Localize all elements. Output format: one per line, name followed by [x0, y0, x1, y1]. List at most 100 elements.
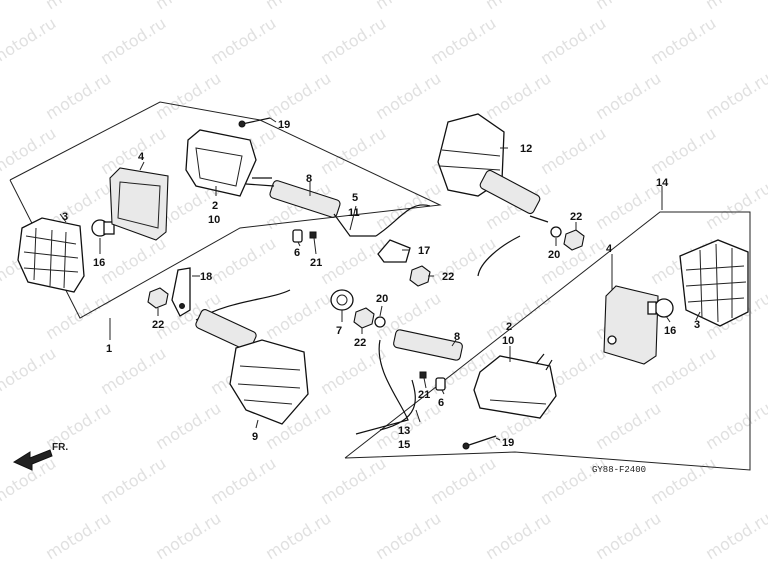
nut-20-right — [550, 226, 562, 238]
watermark-text: motod.ru — [647, 13, 719, 68]
watermark-text: motod.ru — [207, 233, 279, 288]
callout-21-right: 21 — [418, 389, 430, 401]
stem-right — [355, 329, 463, 435]
callout-5: 5 — [352, 192, 358, 204]
watermark-text: motod.ru — [592, 508, 664, 563]
callout-4-right: 4 — [606, 243, 613, 255]
callout-11: 11 — [348, 207, 360, 219]
nut-6-right — [435, 377, 446, 391]
callout-22-right-top: 22 — [570, 211, 582, 223]
callout-9: 9 — [252, 431, 258, 443]
watermark-text: motod.ru — [317, 453, 389, 508]
callout-22-lower: 22 — [354, 337, 366, 349]
watermark-text: motod.ru — [317, 123, 389, 178]
watermark-text: motod.ru — [372, 0, 444, 13]
rubber-mount-7 — [330, 289, 354, 311]
watermark-text: motod.ru — [262, 68, 334, 123]
watermark-text: motod.ru — [537, 13, 609, 68]
callout-6-left: 6 — [294, 247, 300, 259]
nut-22-left — [147, 287, 169, 309]
watermark-text: motod.ru — [317, 343, 389, 398]
watermark-text: motod.ru — [372, 68, 444, 123]
watermark-text: motod.ru — [647, 343, 719, 398]
callout-20-lower: 20 — [376, 293, 388, 305]
watermark-text: motod.ru — [592, 68, 664, 123]
watermark-text: motod.ru — [0, 13, 59, 68]
turn-signal-upper-right — [437, 113, 549, 277]
bracket-right — [473, 353, 557, 419]
watermark-text: motod.ru — [702, 398, 768, 453]
callout-4-left: 4 — [138, 151, 145, 163]
callout-22-mid: 22 — [442, 271, 454, 283]
watermark-text: motod.ru — [592, 178, 664, 233]
watermark-text: motod.ru — [207, 453, 279, 508]
watermark-text: motod.ru — [482, 288, 554, 343]
callout-12: 12 — [520, 143, 532, 155]
watermark-text: motod.ru — [427, 13, 499, 68]
watermark-text: motod.ru — [537, 453, 609, 508]
callout-14: 14 — [656, 177, 669, 189]
callout-21-left: 21 — [310, 257, 322, 269]
nut-21-left — [309, 231, 317, 239]
housing-right — [603, 285, 659, 365]
front-label: FR. — [52, 442, 68, 453]
callout-18: 18 — [200, 271, 212, 283]
watermark-text: motod.ru — [647, 123, 719, 178]
watermark-text: motod.ru — [42, 68, 114, 123]
watermark-text: motod.ru — [427, 453, 499, 508]
bracket-left — [185, 129, 257, 197]
watermark-text: motod.ru — [262, 0, 334, 13]
screw-top-left — [238, 117, 271, 128]
front-direction-arrow: FR. — [12, 442, 68, 471]
watermark-text: motod.ru — [97, 233, 169, 288]
callout-7: 7 — [336, 325, 342, 337]
callout-17: 17 — [418, 245, 430, 257]
watermark-text: motod.ru — [262, 288, 334, 343]
nut-22-mid — [409, 265, 431, 287]
bulb-right — [647, 298, 674, 318]
callout-labels: 1 3 16 4 2 10 19 8 5 11 6 21 18 22 9 12 … — [62, 119, 700, 451]
watermark-text: motod.ru — [702, 508, 768, 563]
watermark-text: motod.ru — [152, 398, 224, 453]
watermark-text: motod.ru — [537, 123, 609, 178]
watermark-text: motod.ru — [97, 13, 169, 68]
watermark-text: motod.ru — [42, 508, 114, 563]
turn-signal-lower-left — [195, 289, 309, 425]
callout-10-right: 10 — [502, 335, 514, 347]
callout-2-right: 2 — [506, 321, 512, 333]
watermark-text: motod.ru — [42, 288, 114, 343]
watermark-text: motod.ru — [482, 68, 554, 123]
callout-2-left: 2 — [212, 200, 218, 212]
screw-bottom-right — [462, 435, 497, 450]
watermark-text: motod.ru — [592, 398, 664, 453]
callout-3-left: 3 — [62, 211, 68, 223]
housing-left — [109, 167, 169, 241]
callout-19-right: 19 — [502, 437, 514, 449]
callout-13: 13 — [398, 425, 410, 437]
callout-15: 15 — [398, 439, 410, 451]
callout-10-left: 10 — [208, 214, 220, 226]
bracket-18 — [171, 267, 191, 317]
nut-21-right — [419, 371, 427, 379]
callout-3-right: 3 — [694, 319, 700, 331]
watermark-text: motod.ru — [702, 0, 768, 13]
bulb-left — [91, 219, 115, 237]
callout-1: 1 — [106, 343, 112, 355]
watermark-text: motod.ru — [592, 0, 664, 13]
watermark-text: motod.ru — [702, 178, 768, 233]
leader-lines — [59, 117, 701, 441]
callout-8-right: 8 — [454, 331, 460, 343]
watermark-text: motod.ru — [152, 508, 224, 563]
watermark-text: motod.ru — [317, 233, 389, 288]
watermark-text: motod.ru — [482, 508, 554, 563]
assembly-frame-right — [344, 211, 751, 471]
washer-22-right — [353, 307, 375, 329]
callout-22-left: 22 — [152, 319, 164, 331]
washer-20-right — [374, 316, 386, 328]
bracket-17 — [377, 239, 411, 263]
assembly-frame-left — [9, 101, 442, 319]
watermark-text: motod.ru — [0, 343, 59, 398]
callout-16-right: 16 — [664, 325, 676, 337]
